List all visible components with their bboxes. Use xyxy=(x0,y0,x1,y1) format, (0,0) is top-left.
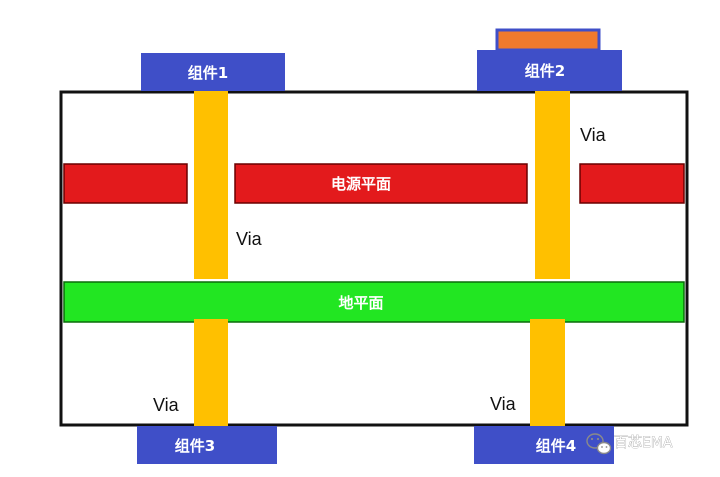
via-bottom-right xyxy=(530,319,565,426)
via-label-2: Via xyxy=(580,125,607,145)
power-plane-label: 电源平面 xyxy=(331,175,391,193)
component-2-label: 组件2 xyxy=(525,62,565,80)
ground-plane: 地平面 xyxy=(63,281,685,323)
wechat-icon xyxy=(586,433,612,455)
watermark-text: 百芯EMA xyxy=(614,435,673,451)
power-plane-segment-right xyxy=(579,163,685,204)
component-2-pad xyxy=(495,28,601,52)
component-2-body xyxy=(477,50,622,91)
ground-plane-label: 地平面 xyxy=(338,294,383,312)
component-4: 组件4 xyxy=(474,426,614,464)
component-3: 组件3 xyxy=(137,426,277,464)
power-plane-segment-middle xyxy=(234,163,528,204)
via-label-3: Via xyxy=(153,395,180,415)
power-plane: 电源平面 xyxy=(63,163,685,204)
component-1: 组件1 xyxy=(141,53,285,91)
via-label-1: Via xyxy=(236,229,263,249)
component-1-label: 组件1 xyxy=(188,64,228,82)
component-3-label: 组件3 xyxy=(175,437,215,455)
component-4-label: 组件4 xyxy=(536,437,576,455)
via-top-right xyxy=(535,90,570,279)
component-3-body xyxy=(137,426,277,464)
board-outline xyxy=(59,90,689,427)
via-bottom-left xyxy=(194,319,228,426)
component-4-body xyxy=(474,426,614,464)
via-label-4: Via xyxy=(490,394,517,414)
ground-plane-bar xyxy=(63,281,685,323)
component-1-body xyxy=(141,53,285,91)
watermark: 百芯EMA xyxy=(586,433,673,455)
via-top-left xyxy=(194,90,228,279)
component-2: 组件2 xyxy=(477,50,622,91)
power-plane-segment-left xyxy=(63,163,188,204)
